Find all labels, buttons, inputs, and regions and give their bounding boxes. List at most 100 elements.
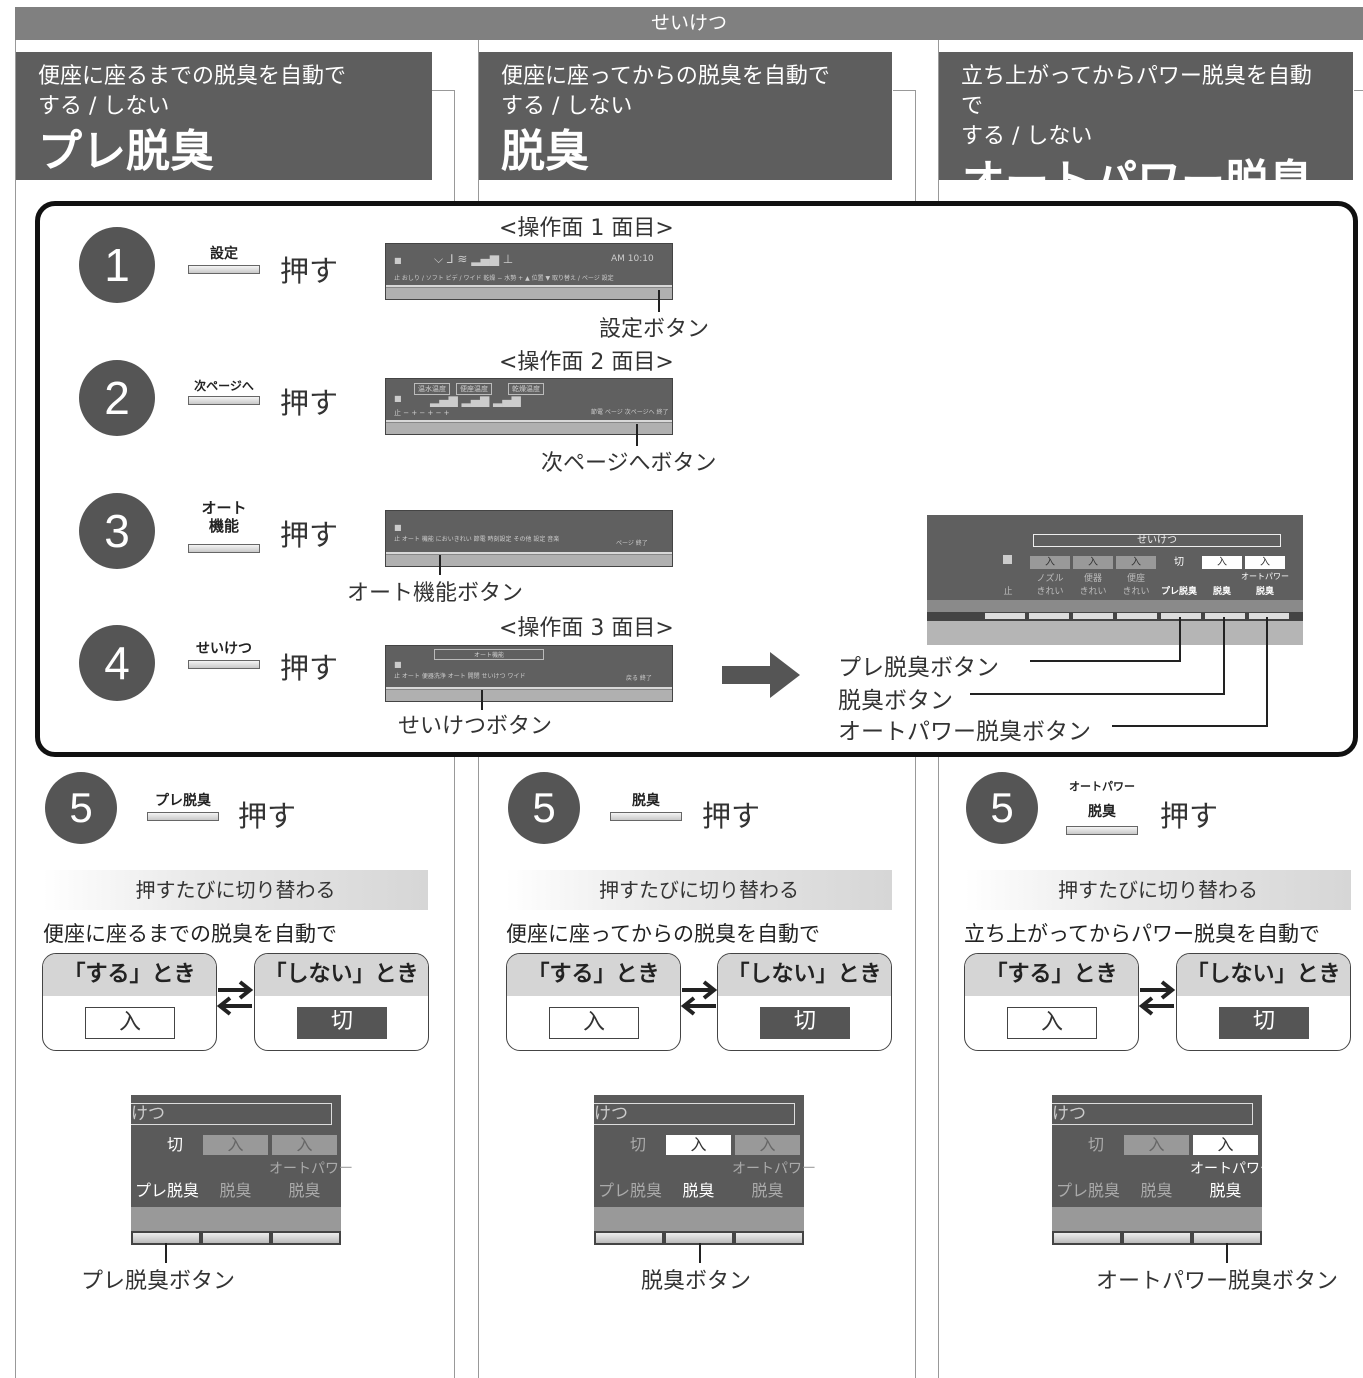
key-label-auto: オート: [201, 499, 247, 517]
callout-deodorize-button: 脱臭ボタン: [641, 1269, 752, 1294]
label-stop: 止: [1003, 587, 1013, 597]
deodorize-key[interactable]: [666, 1233, 732, 1243]
auto-power-deodorize-key[interactable]: [736, 1233, 802, 1243]
panel-labels: 止 オート 便器洗浄 オート 開閉 せいけつ ワイド: [394, 673, 526, 680]
divider-tick: [432, 90, 454, 91]
state-off-value: 切: [1219, 1007, 1309, 1039]
toggle-note-band: 押すたびに切り替わる: [506, 870, 892, 910]
callout-next-page-button: 次ページへボタン: [541, 451, 717, 476]
toggle-description: 便座に座ってからの脱臭を自動で: [506, 922, 820, 946]
state-on-box: 「する」とき 入: [964, 953, 1139, 1051]
pre-deodorize-key[interactable]: [596, 1233, 662, 1243]
control-panel-page-2: 温水温度 便座温度 乾燥温度 ■ ▂▄▆ ▂▄▆ ▂▄▆ 止 − + − + −…: [385, 378, 673, 435]
auto-power-deodorize-key[interactable]: [1194, 1233, 1260, 1243]
step-number-5: 5: [966, 772, 1038, 844]
panel-key[interactable]: [1117, 613, 1157, 619]
callout-line: [1266, 617, 1268, 727]
panel-key[interactable]: [985, 613, 1025, 619]
toggle-arrows-icon: [680, 980, 718, 1016]
divider-tick: [893, 90, 915, 91]
cell-auto-power: 入: [272, 1135, 337, 1155]
state-on-value: 入: [1007, 1007, 1097, 1039]
callout-auto-power-deodorize-button: オートパワー脱臭ボタン: [838, 719, 1091, 745]
cell-auto-power: 入: [1193, 1135, 1258, 1155]
header-title: プレ脱臭: [38, 126, 214, 177]
toggle-description: 便座に座るまでの脱臭を自動で: [43, 922, 337, 946]
cell-pre-deodorize: 切: [1087, 1135, 1104, 1154]
cell-auto-power: 入: [1245, 556, 1285, 569]
control-panel-page-4: オート機能 ■ 止 オート 便器洗浄 オート 開閉 せいけつ ワイド 戻る 終了: [385, 645, 673, 702]
state-on-value: 入: [549, 1007, 639, 1039]
press-instruction: 押す: [280, 254, 339, 288]
label-auto-power-deodorize: 脱臭: [288, 1181, 321, 1200]
panel-key[interactable]: [1073, 613, 1113, 619]
callout-line: [1179, 617, 1181, 662]
toggle-note-band: 押すたびに切り替わる: [965, 870, 1351, 910]
callout-line: [439, 555, 441, 575]
label-bowl: 便器: [1083, 574, 1102, 584]
label-seat: 便座: [1126, 574, 1145, 584]
state-off-box: 「しない」とき 切: [254, 953, 429, 1051]
big-panel-title: せいけつ: [1033, 534, 1281, 547]
state-on-heading: 「する」とき: [507, 954, 680, 996]
auto-power-deodorize-key-icon: [1066, 826, 1138, 835]
callout-setting-button: 設定ボタン: [599, 317, 710, 342]
key-label-function: 機能: [208, 517, 239, 535]
cell-auto-power: 入: [735, 1135, 800, 1155]
press-instruction: 押す: [280, 518, 339, 552]
panel-key[interactable]: [1029, 613, 1069, 619]
deodorize-key[interactable]: [203, 1233, 269, 1243]
press-instruction: 押す: [280, 386, 339, 420]
label-auto-power-deodorize: 脱臭: [1209, 1181, 1242, 1200]
header-subtitle: 便座に座ってからの脱臭を自動で: [501, 64, 830, 89]
state-on-value: 入: [85, 1007, 175, 1039]
key-label-pre-deodorize: プレ脱臭: [155, 793, 211, 809]
press-instruction: 押す: [702, 799, 761, 833]
state-off-value: 切: [297, 1007, 387, 1039]
screen-caption-3: <操作面 3 面目>: [499, 616, 674, 641]
state-on-heading: 「する」とき: [965, 954, 1138, 996]
callout-auto-power-deodorize-button: オートパワー脱臭ボタン: [1096, 1269, 1339, 1294]
callout-line: [165, 1243, 167, 1263]
auto-power-deodorize-key[interactable]: [1249, 613, 1289, 619]
header-title: 脱臭: [501, 126, 589, 177]
label-deodorize: 脱臭: [1140, 1181, 1173, 1200]
callout-line: [1223, 617, 1225, 695]
pre-deodorize-key-icon: [147, 812, 219, 821]
callout-line: [1226, 1243, 1228, 1263]
auto-power-deodorize-key[interactable]: [273, 1233, 339, 1243]
cell-deodorize: 入: [1124, 1135, 1189, 1155]
column-header-deodorize: 便座に座ってからの脱臭を自動で する / しない 脱臭: [479, 52, 892, 180]
label-kirei: きれい: [1036, 587, 1064, 597]
cell-nozzle: 入: [1030, 556, 1070, 569]
deodorize-key[interactable]: [1205, 613, 1245, 619]
deodorize-key-icon: [610, 812, 682, 821]
auto-function-key-icon: [188, 544, 260, 553]
label-deodorize: 脱臭: [1212, 587, 1231, 597]
steps-box: [35, 201, 1358, 757]
state-off-heading: 「しない」とき: [718, 954, 891, 996]
deodorize-key[interactable]: [1124, 1233, 1190, 1243]
key-label-setting: 設定: [210, 246, 238, 262]
panel-labels: 止 − + − + − +: [394, 409, 450, 417]
label-auto-power: オートパワー: [732, 1161, 816, 1177]
toggle-description: 立ち上がってからパワー脱臭を自動で: [964, 922, 1320, 946]
control-panel-page-3: ■ 止 オート 機能 においきれい 節電 時刻設定 その他 設定 音楽 ページ …: [385, 510, 673, 567]
step-number-4: 4: [79, 625, 155, 701]
panel-labels: 止 オート 機能 においきれい 節電 時刻設定 その他 設定 音楽: [394, 536, 560, 543]
panel-tab: 温水温度: [414, 383, 450, 395]
callout-auto-function-button: オート機能ボタン: [347, 581, 524, 606]
state-on-heading: 「する」とき: [43, 954, 216, 996]
key-label-deodorize: 脱臭: [1088, 804, 1116, 820]
pre-deodorize-key[interactable]: [1161, 613, 1201, 619]
panel-closeup-auto-power-deodorize: けつ 切 入 入 オートパワー プレ脱臭 脱臭 脱臭: [1052, 1095, 1274, 1245]
callout-deodorize-button: 脱臭ボタン: [838, 688, 953, 714]
header-subtitle: 立ち上がってからパワー脱臭を自動で: [961, 64, 1312, 119]
pre-deodorize-key[interactable]: [133, 1233, 199, 1243]
panel-closeup-title: けつ: [131, 1103, 332, 1125]
label-deodorize: 脱臭: [682, 1181, 715, 1200]
state-off-box: 「しない」とき 切: [1176, 953, 1351, 1051]
state-off-box: 「しない」とき 切: [717, 953, 892, 1051]
label-auto-power-deodorize: 脱臭: [1255, 587, 1274, 597]
pre-deodorize-key[interactable]: [1054, 1233, 1120, 1243]
